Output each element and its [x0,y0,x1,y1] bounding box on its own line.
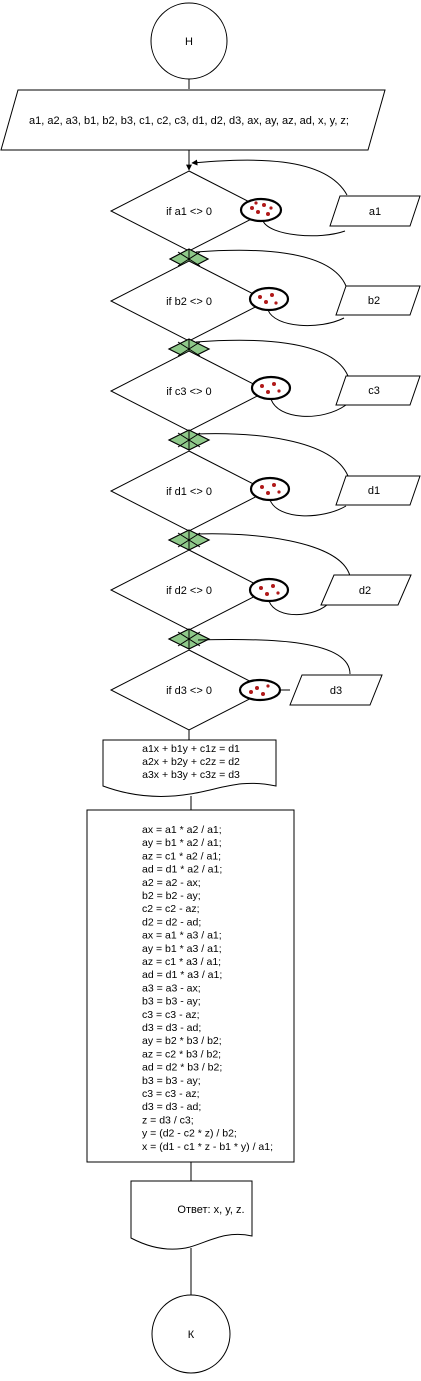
error-dots-a1 [250,201,273,216]
connector-d3 [238,678,282,702]
output-d3-label: d3 [330,685,342,697]
output-b2-label: b2 [368,295,380,307]
system-line-2: a2x + b2y + c2z = d2 [142,756,240,768]
process-line: d2 = d2 - ad; [142,916,201,928]
process-line: ad = d1 * a2 / a1; [142,864,222,876]
decision-b2[interactable]: if b2 <> 0 [109,260,269,342]
error-dots-d1 [260,483,281,495]
system-document[interactable]: a1x + b1y + c1z = d1 a2x + b2y + c2z = d… [102,739,277,797]
process-line: a3 = a3 - ax; [142,982,201,994]
loop-c3-out [270,398,347,417]
end-terminator[interactable]: К [151,1294,231,1374]
end-label: К [188,1329,195,1341]
output-d1-label: d1 [368,485,380,497]
error-dots-c3 [260,382,281,394]
junction-diamond-4 [167,529,211,551]
loop-d2-back [195,533,351,577]
system-line-3: a3x + b3y + c3z = d3 [142,769,240,781]
loop-d2-out [268,600,331,616]
error-dots-d3 [249,684,270,696]
output-d1[interactable]: d1 [335,475,421,506]
decision-d1[interactable]: if d1 <> 0 [109,450,269,532]
process-line: d3 = d3 - ad; [142,1101,201,1113]
output-d3[interactable]: d3 [289,674,383,706]
process-line: az = c1 * a3 / a1; [142,956,221,968]
connector-d2 [248,577,290,603]
answer-document[interactable]: Ответ: x, y, z. [130,1180,253,1250]
junction-diamond-3 [167,429,211,451]
decision-d3[interactable]: if d3 <> 0 [109,649,269,731]
connector-c3 [250,375,292,401]
process-lines: ax = a1 * a2 / a1;ay = b1 * a2 / a1;az =… [142,824,273,1153]
connector-a1 [239,197,283,223]
process-line: c3 = c3 - az; [142,1088,199,1100]
process-line: ax = a1 * a3 / a1; [142,930,222,942]
process-line: az = c2 * b3 / b2; [142,1048,221,1060]
junction-diamond-5 [167,628,211,650]
process-line: c2 = c2 - az; [142,903,199,915]
process-line: b3 = b3 - ay; [142,1075,201,1087]
process-block[interactable]: ax = a1 * a2 / a1;ay = b1 * a2 / a1;az =… [86,809,295,1163]
start-terminator[interactable]: Н [150,2,228,80]
process-line: ay = b1 * a2 / a1; [142,837,222,849]
decision-d2[interactable]: if d2 <> 0 [109,549,269,631]
process-line: a2 = a2 - ax; [142,877,201,889]
loop-c3-back [195,339,349,377]
input-parallelogram[interactable]: a1, a2, a3, b1, b2, b3, c1, c2, c3, d1, … [0,89,386,151]
process-line: z = d3 / c3; [142,1114,194,1126]
process-line: ad = d2 * b3 / b2; [142,1062,222,1074]
loop-a1-out [262,220,346,237]
output-d2-label: d2 [359,585,371,597]
output-d2[interactable]: d2 [320,574,412,606]
output-b2[interactable]: b2 [335,285,421,316]
input-params-text: a1, a2, a3, b1, b2, b3, c1, c2, c3, d1, … [29,115,349,127]
decision-d1-label: if d1 <> 0 [166,486,212,498]
process-line: y = (d2 - c2 * z) / b2; [142,1128,237,1140]
system-line-1: a1x + b1y + c1z = d1 [142,743,240,755]
decision-d3-label: if d3 <> 0 [166,685,212,697]
process-line: b3 = b3 - ay; [142,996,201,1008]
decision-d2-label: if d2 <> 0 [166,585,212,597]
output-c3-label: c3 [368,385,380,397]
process-line: b2 = b2 - ay; [142,890,201,902]
decision-c3[interactable]: if c3 <> 0 [109,350,269,432]
process-line: ay = b2 * b3 / b2; [142,1035,222,1047]
loop-d3-back [197,638,351,675]
loop-b2-out [267,309,345,327]
connector-b2 [248,286,290,312]
decision-a1-label: if a1 <> 0 [166,206,212,218]
process-line: c3 = c3 - az; [142,1009,199,1021]
loop-d1-out [269,499,347,517]
process-line: ad = d1 * a3 / a1; [142,969,222,981]
error-dots-b2 [258,293,278,305]
loop-b2-back [195,249,347,287]
process-line: az = c1 * a2 / a1; [142,850,221,862]
start-label: Н [185,36,193,48]
output-a1[interactable]: a1 [329,195,421,227]
output-a1-label: a1 [369,206,381,218]
error-dots-d2 [259,584,280,596]
loop-a1-back [191,159,348,196]
connector-d1 [249,476,291,502]
answer-text: Ответ: x, y, z. [177,1204,244,1216]
process-line: ax = a1 * a2 / a1; [142,824,222,836]
decision-b2-label: if b2 <> 0 [166,296,212,308]
loop-d1-back [195,433,349,477]
process-line: d3 = d3 - ad; [142,1022,201,1034]
decision-c3-label: if c3 <> 0 [166,386,211,398]
process-line: ay = b1 * a3 / a1; [142,943,222,955]
process-line: x = (d1 - c1 * z - b1 * y) / a1; [142,1141,273,1153]
output-c3[interactable]: c3 [335,375,421,406]
